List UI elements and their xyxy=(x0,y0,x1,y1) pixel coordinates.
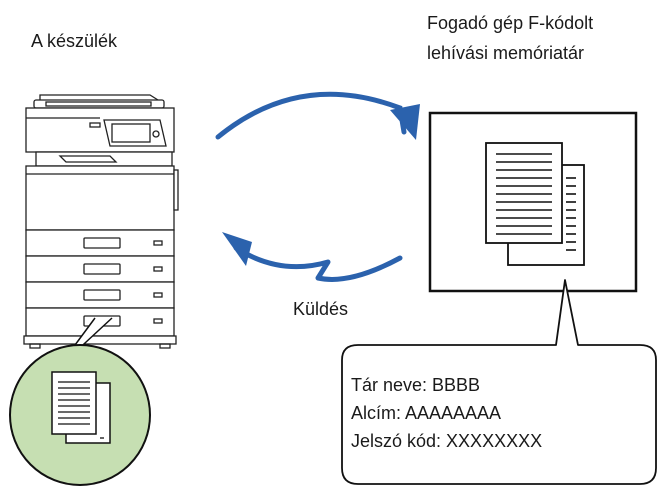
send-label: Küldés xyxy=(293,299,349,319)
arrow-to-receiver-head xyxy=(390,104,420,140)
receiver-documents-icon xyxy=(485,142,585,266)
box-name-line: Tár neve: BBBB xyxy=(351,375,481,395)
info-bubble-text: Tár neve: BBBB Alcím: AAAAAAAA Jelszó kó… xyxy=(351,371,542,455)
arrow-to-receiver xyxy=(215,91,407,140)
sub-address-line: Alcím: AAAAAAAA xyxy=(351,403,502,423)
copier-machine xyxy=(23,94,179,349)
arrow-send xyxy=(233,245,403,282)
info-bubble xyxy=(341,279,657,485)
device-documents-circle xyxy=(9,344,151,486)
arrow-send-head xyxy=(222,232,252,266)
password-line: Jelszó kód: XXXXXXXX xyxy=(351,431,543,451)
receiver-label-line1: Fogadó gép F-kódolt xyxy=(427,13,594,33)
receiver-label-line2: lehívási memóriatár xyxy=(427,43,585,63)
device-label: A készülék xyxy=(31,31,118,51)
